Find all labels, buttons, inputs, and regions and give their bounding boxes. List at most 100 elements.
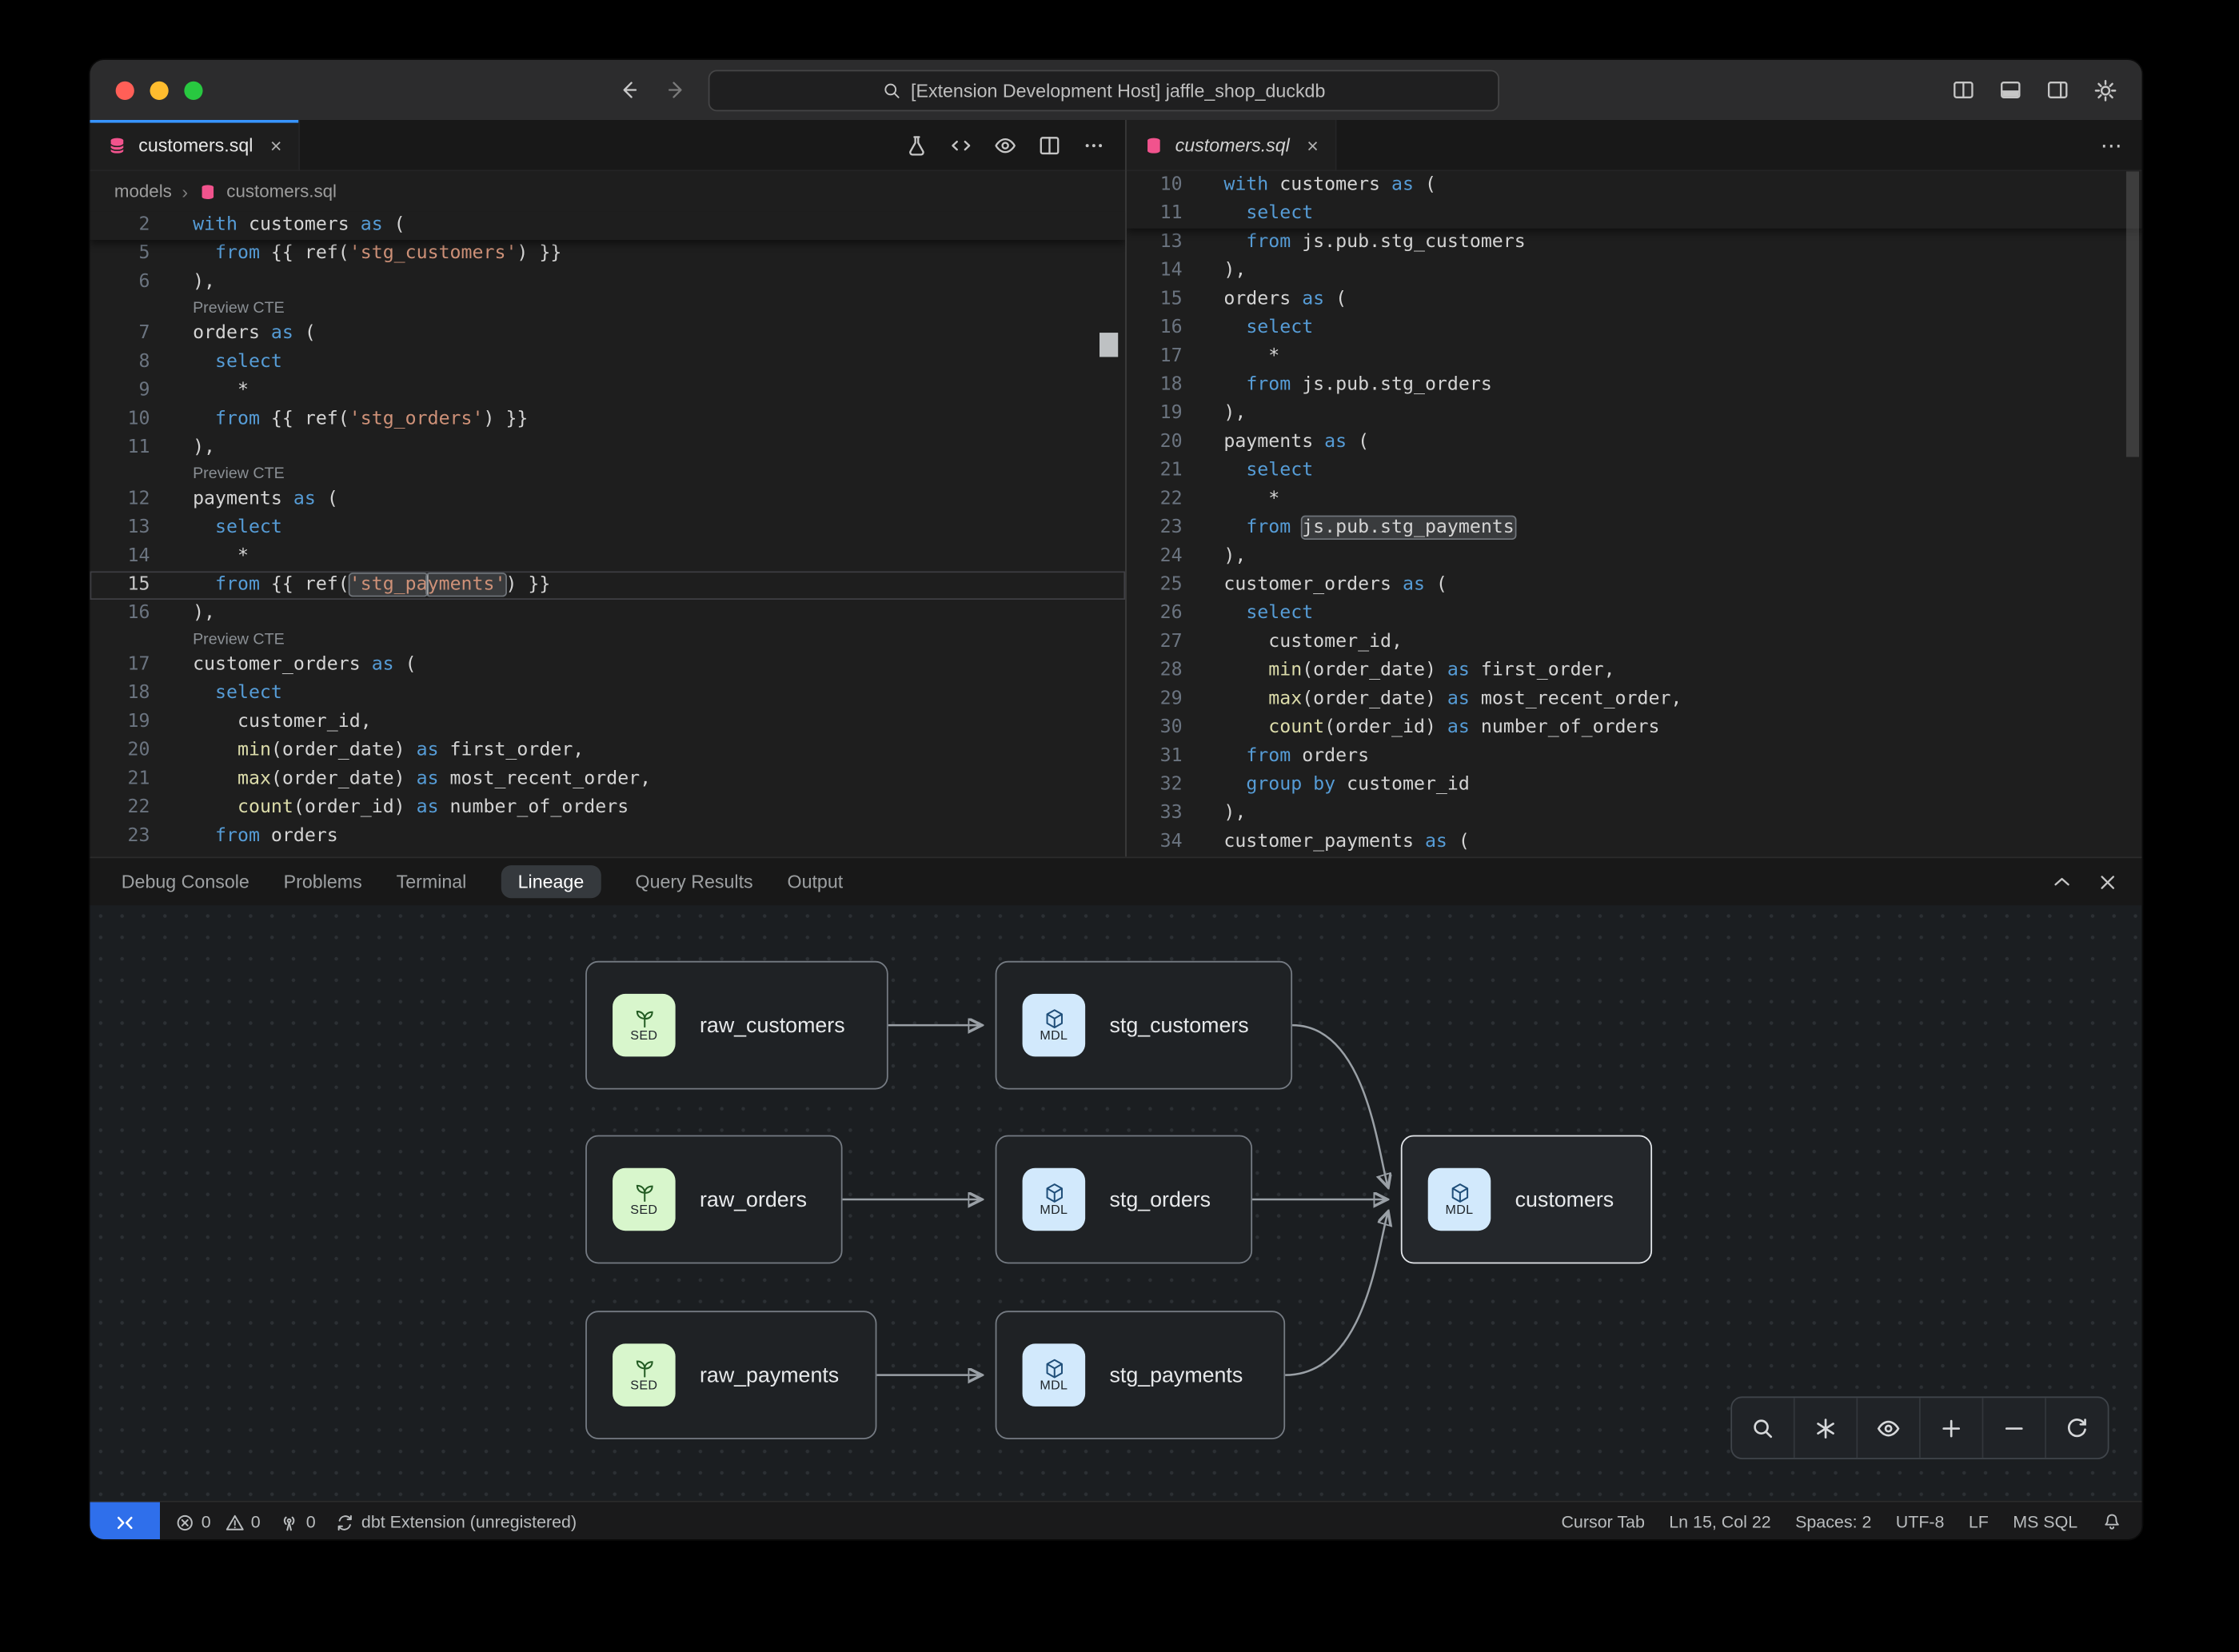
- minimize-window-button[interactable]: [150, 80, 169, 100]
- code-line-33[interactable]: 33),: [1127, 800, 2142, 828]
- code-line-26[interactable]: 26 select: [1127, 600, 2142, 628]
- close-tab-icon[interactable]: ×: [1307, 133, 1319, 157]
- code-line-19[interactable]: 19),: [1127, 400, 2142, 429]
- code-line-20[interactable]: 20 min(order_date) as first_order,: [90, 736, 1125, 765]
- panel-tab-problems[interactable]: Problems: [283, 871, 362, 893]
- cursor-tab-toggle[interactable]: Cursor Tab: [1561, 1512, 1645, 1533]
- search-icon[interactable]: [1732, 1398, 1794, 1458]
- code-line-28[interactable]: 28 min(order_date) as first_order,: [1127, 656, 2142, 685]
- code-icon[interactable]: [949, 134, 972, 157]
- split-editor-layout-icon[interactable]: [1952, 78, 1975, 102]
- code-line-22[interactable]: 22 count(order_id) as number_of_orders: [90, 794, 1125, 823]
- code-line-14[interactable]: 14 *: [90, 543, 1125, 572]
- more-actions-icon[interactable]: [1083, 134, 1106, 157]
- eol-sequence[interactable]: LF: [1968, 1512, 1989, 1533]
- code-line-16[interactable]: 16),: [90, 600, 1125, 628]
- panel-tab-terminal[interactable]: Terminal: [396, 871, 467, 893]
- code-line-24[interactable]: 24),: [1127, 543, 2142, 572]
- panel-tab-debug-console[interactable]: Debug Console: [121, 871, 249, 893]
- code-line-19[interactable]: 19 customer_id,: [90, 708, 1125, 737]
- code-line-15[interactable]: 15 from {{ ref('stg_payments') }}: [90, 571, 1125, 600]
- preview-eye-icon[interactable]: [994, 134, 1017, 157]
- code-line-21[interactable]: 21 select: [1127, 457, 2142, 485]
- scrollbar-thumb[interactable]: [2125, 171, 2139, 457]
- panel-tab-output[interactable]: Output: [787, 871, 844, 893]
- code-line-13[interactable]: 13 from js.pub.stg_customers: [1127, 229, 2142, 257]
- codelens-preview-cte[interactable]: Preview CTE: [193, 299, 285, 317]
- command-center[interactable]: [Extension Development Host] jaffle_shop…: [708, 69, 1499, 111]
- toggle-secondary-sidebar-icon[interactable]: [2046, 78, 2069, 102]
- bell-icon[interactable]: [2102, 1512, 2122, 1532]
- code-line-11[interactable]: 11 select: [1127, 200, 2142, 229]
- fit-view-icon[interactable]: [1793, 1398, 1857, 1458]
- cursor-position[interactable]: Ln 15, Col 22: [1669, 1512, 1771, 1533]
- code-line-23[interactable]: 23 from orders: [90, 823, 1125, 852]
- chevron-up-icon[interactable]: [2050, 870, 2073, 893]
- ports-status[interactable]: 0: [281, 1512, 316, 1532]
- code-line-9[interactable]: 9 *: [90, 377, 1125, 405]
- code-line-17[interactable]: 17 *: [1127, 343, 2142, 372]
- editor-group-divider[interactable]: [1125, 119, 1127, 857]
- zoom-window-button[interactable]: [184, 80, 203, 100]
- refresh-icon[interactable]: [2045, 1398, 2108, 1458]
- code-line-29[interactable]: 29 max(order_date) as most_recent_order,: [1127, 685, 2142, 714]
- code-line-27[interactable]: 27 customer_id,: [1127, 628, 2142, 657]
- code-line-32[interactable]: 32 group by customer_id: [1127, 771, 2142, 800]
- code-line-11[interactable]: 11),: [90, 434, 1125, 463]
- codelens-preview-cte[interactable]: Preview CTE: [193, 465, 285, 483]
- more-actions-icon[interactable]: ⋯: [2100, 133, 2122, 158]
- forward-arrow-icon[interactable]: [665, 78, 688, 102]
- codelens-preview-cte[interactable]: Preview CTE: [193, 631, 285, 648]
- code-line-14[interactable]: 14),: [1127, 257, 2142, 285]
- language-mode[interactable]: MS SQL: [2013, 1512, 2078, 1533]
- code-line-30[interactable]: 30 count(order_id) as number_of_orders: [1127, 714, 2142, 743]
- code-line-6[interactable]: 6),: [90, 269, 1125, 297]
- breadcrumb-file[interactable]: customers.sql: [226, 181, 337, 202]
- code-line-16[interactable]: 16 select: [1127, 314, 2142, 343]
- panel-tab-query-results[interactable]: Query Results: [635, 871, 753, 893]
- code-line-23[interactable]: 23 from js.pub.stg_payments: [1127, 514, 2142, 543]
- code-line-22[interactable]: 22 *: [1127, 485, 2142, 514]
- code-line-8[interactable]: 8 select: [90, 349, 1125, 377]
- breadcrumb-folder[interactable]: models: [114, 181, 172, 202]
- toggle-panel-icon[interactable]: [1999, 78, 2022, 102]
- visibility-eye-icon[interactable]: [1856, 1398, 1919, 1458]
- flask-icon[interactable]: [905, 134, 928, 157]
- problems-status[interactable]: 0 0: [176, 1512, 261, 1532]
- back-arrow-icon[interactable]: [617, 78, 640, 102]
- indentation[interactable]: Spaces: 2: [1795, 1512, 1872, 1533]
- code-line-13[interactable]: 13 select: [90, 514, 1125, 543]
- close-tab-icon[interactable]: ×: [269, 133, 282, 157]
- zoom-out-icon[interactable]: [1982, 1398, 2045, 1458]
- split-editor-icon[interactable]: [1038, 134, 1061, 157]
- code-line-18[interactable]: 18 select: [90, 680, 1125, 708]
- tab-customers-sql-compiled[interactable]: customers.sql ×: [1126, 119, 1338, 170]
- panel-tab-lineage[interactable]: Lineage: [501, 865, 601, 899]
- close-panel-icon[interactable]: [2096, 870, 2119, 893]
- code-line-18[interactable]: 18 from js.pub.stg_orders: [1127, 371, 2142, 400]
- zoom-in-icon[interactable]: [1918, 1398, 1982, 1458]
- code-line-10[interactable]: 10 from {{ ref('stg_orders') }}: [90, 405, 1125, 434]
- close-window-button[interactable]: [115, 80, 134, 100]
- code-line-31[interactable]: 31 from orders: [1127, 743, 2142, 772]
- tab-customers-sql[interactable]: customers.sql ×: [90, 119, 301, 170]
- settings-gear-icon[interactable]: [2093, 78, 2117, 102]
